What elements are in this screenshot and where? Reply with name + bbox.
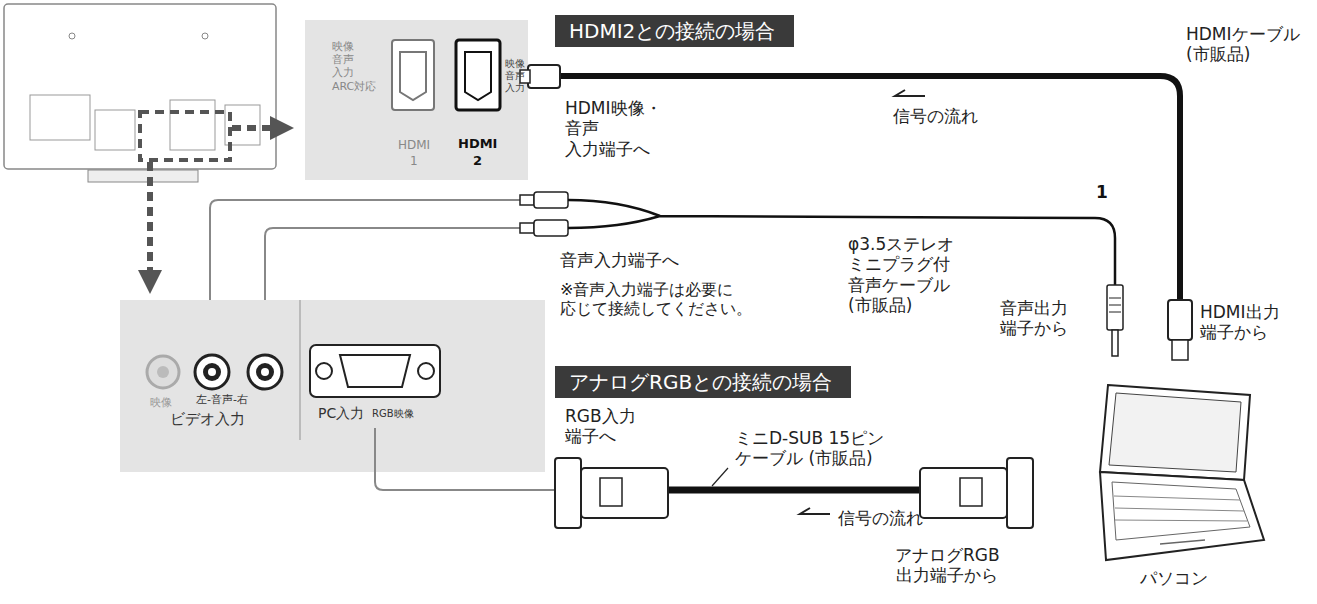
label: HDMI bbox=[458, 136, 497, 152]
section-band: アナログRGBとの接続の場合 bbox=[555, 366, 851, 398]
label: ※音声入力端子は必要に 応じて接続してください。 bbox=[560, 280, 752, 318]
label: ビデオ入力 bbox=[170, 410, 245, 428]
label: 映像 音声 入力 bbox=[505, 58, 525, 94]
label: 2 bbox=[473, 153, 482, 169]
band-title: HDMI2との接続の場合 bbox=[569, 19, 775, 43]
label: ミニD-SUB 15ピン ケーブル (市販品) bbox=[735, 428, 910, 469]
input-panel bbox=[120, 300, 555, 490]
label: RGB映像 bbox=[372, 408, 414, 420]
label: φ3.5ステレオ ミニプラグ付 音声ケーブル (市販品) bbox=[848, 234, 954, 316]
tv-back bbox=[4, 4, 282, 282]
label: 音声出力 端子から bbox=[1000, 298, 1068, 339]
hdmi-panel bbox=[305, 20, 528, 180]
label: アナログRGB 出力端子から bbox=[895, 545, 1000, 586]
label: PC入力 bbox=[318, 405, 364, 422]
label: 信号の流れ bbox=[893, 106, 978, 126]
label: 音声入力端子へ bbox=[560, 250, 679, 270]
label: HDMI bbox=[398, 138, 430, 152]
label: 映像 bbox=[150, 396, 172, 409]
hdmi-cable bbox=[520, 65, 1192, 360]
label: 信号の流れ bbox=[838, 508, 923, 528]
label: HDMI出力 端子から bbox=[1200, 302, 1280, 343]
vga-cable bbox=[555, 458, 1033, 528]
label: 1 bbox=[410, 154, 418, 168]
label: RGB入力 端子へ bbox=[565, 406, 636, 447]
section-band: HDMI2との接続の場合 bbox=[555, 15, 794, 47]
laptop bbox=[1100, 385, 1264, 560]
label: HDMI映像・音声 入力端子へ bbox=[565, 98, 662, 159]
band-title: アナログRGBとの接続の場合 bbox=[569, 370, 832, 394]
label: 映像 音声 入力 ARC対応 bbox=[332, 40, 376, 93]
label: パソコン bbox=[1140, 568, 1208, 588]
label: HDMIケーブル (市販品) bbox=[1186, 24, 1300, 65]
label: 1 bbox=[1096, 182, 1108, 202]
label: 左-音声-右 bbox=[196, 393, 248, 406]
